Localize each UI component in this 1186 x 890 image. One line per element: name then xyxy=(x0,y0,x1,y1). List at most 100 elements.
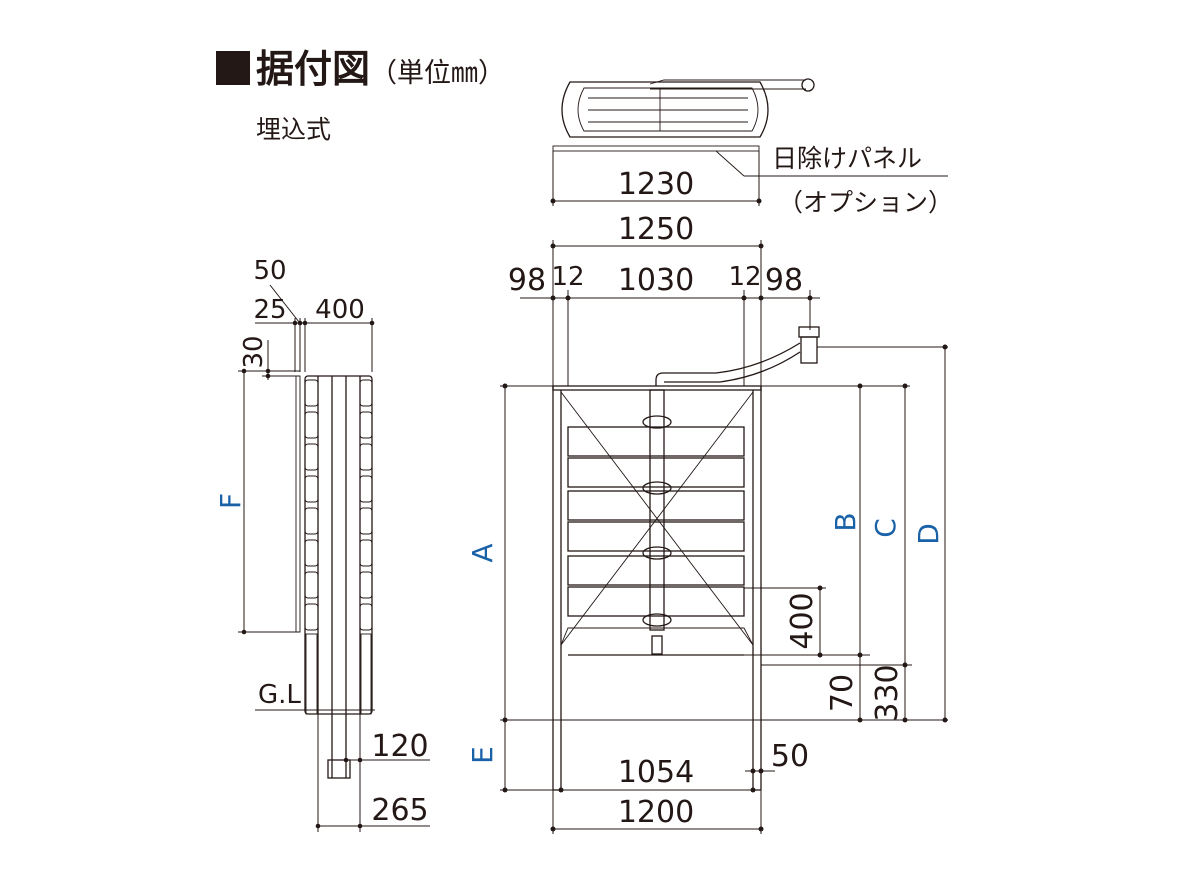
faucet-body xyxy=(800,336,818,364)
side-slat xyxy=(304,411,319,439)
dim-1200: 1200 xyxy=(618,795,694,830)
side-slat xyxy=(359,475,373,503)
dim-dot xyxy=(565,295,571,301)
joint xyxy=(642,481,672,495)
dim-dot xyxy=(756,198,762,204)
dim-dot xyxy=(758,768,764,774)
dim-dot xyxy=(857,383,863,389)
joint xyxy=(642,546,672,560)
drain-valve xyxy=(651,635,663,655)
slat xyxy=(567,426,745,457)
sun-panel xyxy=(552,145,760,152)
slat xyxy=(567,490,745,521)
brace xyxy=(560,391,754,646)
dim-letter-A: A xyxy=(466,543,499,562)
dim-dot xyxy=(241,629,247,635)
leader-50 xyxy=(269,284,300,323)
dim-dot xyxy=(758,826,764,832)
dim-70: 70 xyxy=(825,674,860,712)
page-title: 据付図（単位㎜） xyxy=(216,38,505,93)
side-slat xyxy=(359,539,373,567)
top-view-inner xyxy=(577,87,759,132)
slat xyxy=(567,586,745,617)
dim-dot xyxy=(502,787,508,793)
dim-letter-F: F xyxy=(214,493,247,509)
side-slat xyxy=(359,603,373,631)
side-slat xyxy=(304,507,319,535)
slat xyxy=(567,457,745,488)
dim-dot xyxy=(292,320,298,326)
dim-dot xyxy=(302,320,308,326)
dim-letter-C: C xyxy=(869,518,902,538)
dim-dot xyxy=(750,768,756,774)
dim-dot xyxy=(758,295,764,301)
front-view xyxy=(500,240,948,834)
dim-330: 330 xyxy=(870,664,905,721)
ground-level-label: G.L xyxy=(258,680,301,710)
dim-dot xyxy=(369,320,375,326)
panel-leader xyxy=(715,150,745,177)
dim-dot xyxy=(315,823,321,829)
dim-dot xyxy=(817,652,823,658)
center-pipe xyxy=(649,389,665,631)
dim-dot xyxy=(807,295,813,301)
side-slat xyxy=(359,411,373,439)
top-view-faucet xyxy=(801,78,815,92)
bottom-bracket xyxy=(560,627,754,646)
dim-dot xyxy=(857,717,863,723)
top-view-hose xyxy=(649,79,806,90)
side-base xyxy=(305,633,318,715)
side-slat xyxy=(359,507,373,535)
dim-50-side: 50 xyxy=(253,256,286,286)
slat xyxy=(567,555,745,586)
dim-1230: 1230 xyxy=(618,167,694,202)
joint xyxy=(642,415,672,429)
dim-12-right: 12 xyxy=(728,262,761,292)
slat xyxy=(567,521,745,552)
side-slat xyxy=(304,443,319,471)
square-bullet-icon xyxy=(216,51,250,85)
dim-120: 120 xyxy=(371,729,428,764)
faucet-top xyxy=(798,326,820,338)
side-slat xyxy=(359,571,373,599)
dim-dot xyxy=(750,787,756,793)
dim-dot xyxy=(942,344,948,350)
dim-25: 25 xyxy=(253,295,286,325)
dim-98-left: 98 xyxy=(508,263,546,298)
side-slat xyxy=(304,379,319,407)
dim-dot xyxy=(343,757,349,763)
dim-letter-D: D xyxy=(912,523,945,545)
side-base xyxy=(360,633,372,715)
dim-98-right: 98 xyxy=(765,263,803,298)
dim-letter-E: E xyxy=(466,746,499,764)
dim-12-left: 12 xyxy=(551,262,584,292)
hose-inner xyxy=(664,351,801,383)
panel-sub-label: （オプション） xyxy=(778,188,953,217)
dim-letter-B: B xyxy=(829,512,862,531)
dim-dot xyxy=(902,383,908,389)
dim-dot xyxy=(558,787,564,793)
side-sun-panel xyxy=(295,375,301,633)
dim-400-side: 400 xyxy=(315,295,365,325)
side-slat xyxy=(304,571,319,599)
side-slat xyxy=(304,603,319,631)
title-unit: （単位㎜） xyxy=(370,58,506,89)
dim-400: 400 xyxy=(785,592,820,649)
post-anchor xyxy=(327,759,351,779)
title-text: 据付図 xyxy=(256,47,371,91)
side-slat xyxy=(304,539,319,567)
top-view xyxy=(550,78,948,206)
dim-1054: 1054 xyxy=(618,755,694,790)
side-view xyxy=(238,284,430,832)
dim-dot xyxy=(241,368,247,374)
dim-265: 265 xyxy=(371,793,428,828)
dim-dot xyxy=(297,320,303,326)
dim-dot xyxy=(265,373,271,379)
dim-dot xyxy=(902,717,908,723)
hose xyxy=(655,342,801,386)
dim-dot xyxy=(357,823,363,829)
dim-dot xyxy=(502,383,508,389)
dim-dot xyxy=(942,717,948,723)
dim-dot xyxy=(550,295,556,301)
